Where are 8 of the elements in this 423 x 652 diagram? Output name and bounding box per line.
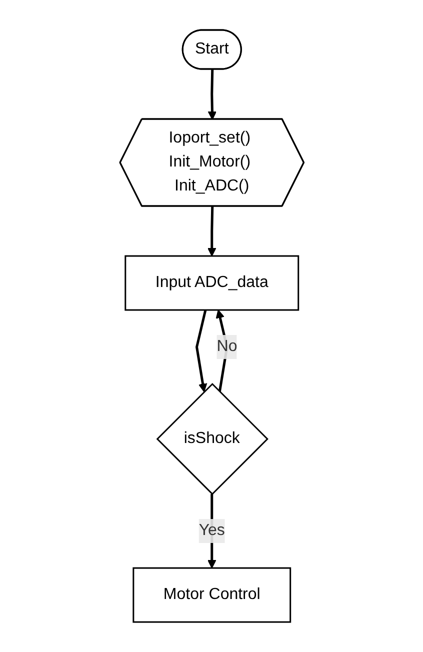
arrow [195, 310, 207, 392]
arrow [207, 206, 216, 256]
node-diamond: isShock [156, 382, 268, 496]
arrow [207, 69, 216, 120]
node-box: Motor Control [132, 567, 291, 623]
node-box: Input ADC_data [124, 255, 299, 311]
edge-label: Yes [198, 522, 225, 540]
edge-label: No [216, 338, 237, 355]
